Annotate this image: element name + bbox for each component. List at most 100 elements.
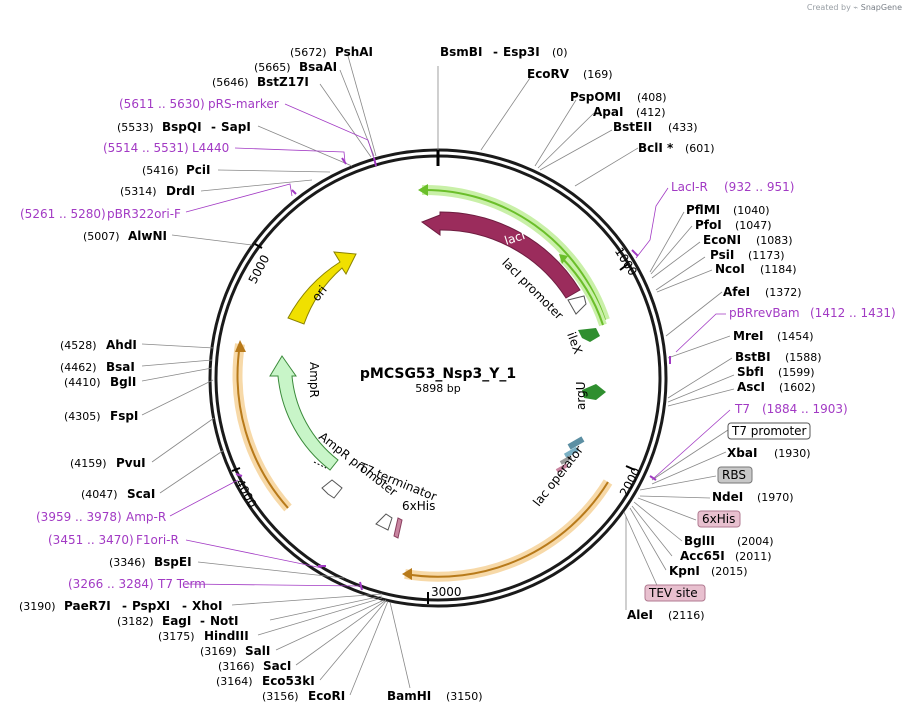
site-PsiI: PsiI (710, 248, 734, 262)
pos-BsmBI: (0) (552, 46, 568, 59)
pos-AfeI: (1372) (765, 286, 802, 299)
site-EcoRV: EcoRV (527, 67, 570, 81)
pos-PaeR7I: (3190) (19, 600, 56, 613)
feature-RBS: RBS (722, 468, 746, 482)
tev-site-box (644, 584, 706, 602)
site-PspXI-dash: - (122, 599, 127, 613)
argU-arrow (582, 384, 606, 400)
pos-F1ori-R: (3451 .. 3470) (48, 533, 134, 547)
insert-line (404, 481, 609, 578)
primer-marks (235, 157, 671, 591)
ruler-label-4000: 4000 (233, 477, 260, 511)
pos-Acc65I: (2011) (735, 550, 772, 563)
ampR-label: AmpR (307, 362, 321, 398)
primer-pBR322ori-F: pBR322ori-F (107, 207, 181, 221)
leader-lines-right (437, 66, 735, 610)
site-DrdI: DrdI (166, 184, 195, 198)
pos-BclI: (601) (685, 142, 715, 155)
feature-T7-promoter: T7 promoter (731, 424, 807, 438)
pos-Amp-R: (3959 .. 3978) (36, 510, 122, 524)
pos-PfoI: (1047) (735, 219, 772, 232)
t7-terminator-arrow (375, 513, 393, 531)
plasmid-length: 5898 bp (415, 382, 460, 395)
lacI-feature-arrow (420, 211, 581, 299)
snapgene-credit: Created by ⌁ SnapGene (807, 3, 902, 12)
site-SacI: SacI (263, 659, 291, 673)
site-BstEII: BstEII (613, 120, 652, 134)
pos-NdeI: (1970) (757, 491, 794, 504)
pos-FspI: (4305) (64, 410, 101, 423)
credit-brand: SnapGene (860, 3, 902, 12)
primer-F1ori-R: F1ori-R (136, 533, 179, 547)
pos-PciI: (5416) (142, 164, 179, 177)
site-SapI-dash: - (211, 120, 216, 134)
t7-promoter-box (727, 422, 811, 440)
site-BsmBI: BsmBI (440, 45, 482, 59)
pos-ApaI: (412) (636, 106, 666, 119)
lacI-promoter-arrow (567, 295, 587, 315)
primer-LacI-R: LacI-R (671, 180, 708, 194)
pos-SacI: (3166) (218, 660, 255, 673)
pos-BamHI: (3150) (446, 690, 483, 703)
site-labels-right: BsmBI - Esp3I (0) EcoRV (169) PspOMI (40… (440, 45, 896, 622)
site-Acc65I: Acc65I (680, 549, 725, 563)
ruler-label-5000: 5000 (246, 252, 273, 286)
t7-promoter-mark (563, 446, 579, 459)
site-BsaI: BsaI (106, 360, 135, 374)
site-SalI: SalI (245, 644, 270, 658)
leader-lines-left (141, 55, 411, 696)
pos-AhdI: (4528) (60, 339, 97, 352)
pos-Eco53kI: (3164) (216, 675, 253, 688)
pos-SbfI: (1599) (778, 366, 815, 379)
site-BglII: BglII (684, 534, 715, 548)
site-BstZ17I: BstZ17I (257, 75, 309, 89)
t7-terminator-label: T7 terminator (356, 459, 439, 503)
site-Eco53kI: Eco53kI (262, 674, 315, 688)
site-PshAI: PshAI (335, 45, 373, 59)
lac-operator-mark (567, 436, 585, 450)
pos-PvuI: (4159) (70, 457, 107, 470)
lac-operator-label: lac operator (530, 443, 586, 509)
lacI-highlight-arrow (418, 184, 428, 196)
primer-T7-Term: T7 Term (157, 577, 206, 591)
site-BclI: BclI * (638, 141, 674, 155)
site-BsaAI: BsaAI (299, 60, 337, 74)
pos-BspQI: (5533) (117, 121, 154, 134)
site-KpnI: KpnI (669, 564, 700, 578)
site-PspOMI: PspOMI (570, 90, 621, 104)
lacI-promoter-line (561, 257, 604, 326)
pos-NcoI: (1184) (760, 263, 797, 276)
lacI-highlight-line (421, 188, 606, 321)
site-HindIII: HindIII (204, 629, 249, 643)
site-ScaI: ScaI (127, 487, 155, 501)
site-PflMI: PflMI (686, 203, 720, 217)
site-AleI: AleI (627, 608, 653, 622)
primer-pRS-marker: pRS-marker (208, 97, 279, 111)
primer-Amp-R: Amp-R (126, 510, 166, 524)
rbs-box (717, 466, 753, 484)
pos-SalI: (3169) (200, 645, 237, 658)
pos-BsaI: (4462) (60, 361, 97, 374)
ampR-orange-line (236, 343, 289, 509)
plasmid-name: pMCSG53_Nsp3_Y_1 (360, 366, 516, 382)
site-labels-left: (5672) PshAI (5665) BsaAI (5646) BstZ17I… (19, 45, 483, 703)
site-PvuI: PvuI (116, 456, 146, 470)
pos-PspOMI: (408) (637, 91, 667, 104)
pos-pBR322ori-F: (5261 .. 5280) (20, 207, 106, 221)
ruler-label-3000: 3000 (431, 585, 462, 599)
argU-label: argU (574, 382, 588, 410)
pos-T7-Term: (3266 .. 3284) (68, 577, 154, 591)
pos-BglI: (4410) (64, 376, 101, 389)
site-NcoI: NcoI (715, 262, 745, 276)
site-SapI: SapI (221, 120, 251, 134)
site-XbaI: XbaI (727, 446, 757, 460)
pos-EagI: (3182) (117, 615, 154, 628)
site-PaeR7I: PaeR7I (64, 599, 111, 613)
his6-label: 6xHis (402, 499, 435, 513)
pos-L4440: (5514 .. 5531) (103, 141, 189, 155)
primer-pBRrevBam: pBRrevBam (729, 306, 800, 320)
ampR-orange-arrow (235, 340, 246, 352)
ileX-arrow (578, 328, 600, 342)
site-PfoI: PfoI (695, 218, 722, 232)
